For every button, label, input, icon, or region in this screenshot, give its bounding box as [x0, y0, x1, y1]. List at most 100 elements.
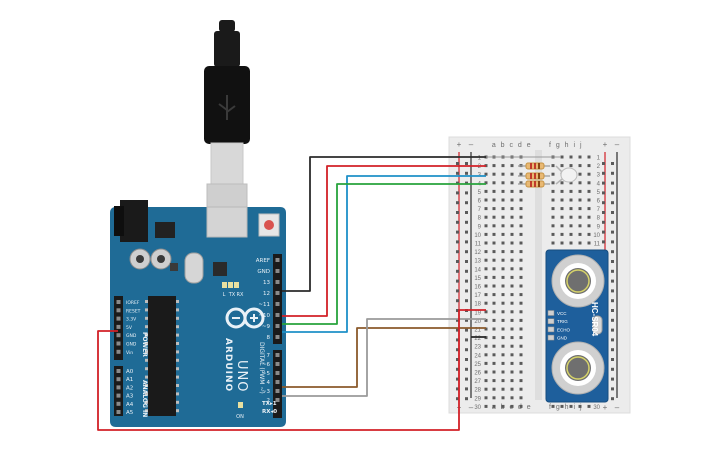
breadboard-hole[interactable] [510, 301, 514, 305]
breadboard-hole[interactable] [510, 241, 514, 245]
resistor-1[interactable] [518, 162, 550, 170]
breadboard-hole[interactable] [492, 224, 496, 228]
breadboard-hole[interactable] [492, 310, 496, 314]
breadboard-hole[interactable] [484, 293, 488, 297]
power-pin[interactable] [116, 300, 121, 304]
wire-red-5v[interactable] [97, 309, 486, 431]
rail-hole[interactable] [611, 367, 614, 371]
digital-pin[interactable] [275, 324, 280, 328]
rail-hole[interactable] [611, 328, 614, 332]
resistor-2[interactable] [518, 172, 550, 180]
rail-hole[interactable] [456, 289, 459, 293]
breadboard-hole[interactable] [510, 361, 514, 365]
breadboard-hole[interactable] [510, 344, 514, 348]
breadboard-hole[interactable] [501, 258, 505, 262]
breadboard-hole[interactable] [578, 404, 582, 408]
rail-hole[interactable] [456, 309, 459, 312]
breadboard-hole[interactable] [484, 275, 488, 279]
digital-pin[interactable] [275, 398, 280, 402]
breadboard-hole[interactable] [501, 327, 505, 331]
breadboard-hole[interactable] [510, 379, 514, 383]
breadboard-hole[interactable] [569, 198, 573, 202]
rail-hole[interactable] [465, 191, 468, 195]
rail-hole[interactable] [456, 367, 459, 371]
breadboard-hole[interactable] [501, 310, 505, 314]
power-pin[interactable] [116, 324, 121, 329]
breadboard-hole[interactable] [510, 370, 514, 374]
rail-hole[interactable] [611, 338, 614, 342]
breadboard-hole[interactable] [510, 215, 514, 219]
rail-hole[interactable] [611, 181, 614, 185]
breadboard-hole[interactable] [510, 207, 514, 211]
breadboard-hole[interactable] [519, 387, 523, 391]
sensor-pin[interactable] [547, 334, 555, 341]
breadboard-hole[interactable] [569, 181, 573, 185]
breadboard-hole[interactable] [484, 198, 488, 202]
rail-hole[interactable] [456, 201, 459, 205]
breadboard-hole[interactable] [484, 250, 488, 254]
rail-hole[interactable] [611, 269, 614, 273]
rail-hole[interactable] [456, 191, 459, 195]
breadboard-hole[interactable] [519, 258, 523, 262]
breadboard-hole[interactable] [484, 267, 488, 271]
breadboard-hole[interactable] [519, 250, 523, 254]
rail-hole[interactable] [611, 201, 614, 205]
breadboard-hole[interactable] [484, 370, 488, 374]
breadboard-hole[interactable] [560, 232, 564, 236]
breadboard-hole[interactable] [587, 232, 591, 236]
breadboard-hole[interactable] [501, 318, 505, 322]
breadboard-hole[interactable] [501, 198, 505, 202]
rail-hole[interactable] [456, 250, 459, 254]
breadboard-hole[interactable] [519, 293, 523, 297]
breadboard-hole[interactable] [551, 181, 555, 185]
breadboard-hole[interactable] [492, 172, 496, 176]
rail-hole[interactable] [465, 240, 468, 244]
breadboard-hole[interactable] [510, 284, 514, 288]
breadboard-hole[interactable] [501, 267, 505, 271]
breadboard-hole[interactable] [492, 336, 496, 340]
resistor-3[interactable] [518, 180, 550, 188]
breadboard-hole[interactable] [587, 164, 591, 168]
rail-hole[interactable] [456, 299, 459, 303]
breadboard-hole[interactable] [560, 215, 564, 219]
breadboard-hole[interactable] [484, 172, 488, 176]
rail-hole[interactable] [611, 230, 614, 234]
breadboard-hole[interactable] [551, 172, 555, 176]
rail-hole[interactable] [602, 181, 605, 185]
breadboard-hole[interactable] [510, 172, 514, 176]
rail-hole[interactable] [456, 358, 459, 361]
breadboard-hole[interactable] [510, 258, 514, 262]
rail-hole[interactable] [602, 220, 605, 224]
breadboard-hole[interactable] [519, 284, 523, 288]
breadboard-hole[interactable] [510, 404, 514, 408]
power-pin[interactable] [116, 308, 121, 313]
breadboard-hole[interactable] [519, 327, 523, 331]
breadboard-hole[interactable] [519, 336, 523, 340]
breadboard-hole[interactable] [587, 215, 591, 219]
breadboard-hole[interactable] [551, 224, 555, 228]
breadboard-hole[interactable] [560, 224, 564, 228]
breadboard-hole[interactable] [501, 336, 505, 340]
breadboard-hole[interactable] [519, 396, 523, 400]
breadboard-hole[interactable] [510, 318, 514, 322]
breadboard-hole[interactable] [569, 164, 573, 168]
breadboard-hole[interactable] [501, 361, 505, 365]
analog-pin[interactable] [116, 401, 121, 406]
breadboard-hole[interactable] [519, 241, 523, 245]
breadboard-hole[interactable] [501, 172, 505, 176]
breadboard-hole[interactable] [519, 361, 523, 365]
breadboard-hole[interactable] [510, 198, 514, 202]
breadboard-hole[interactable] [587, 404, 591, 408]
digital-pin[interactable] [275, 389, 280, 393]
wire-brown-pin3[interactable] [282, 327, 486, 388]
breadboard-hole[interactable] [492, 232, 496, 236]
rail-hole[interactable] [611, 309, 614, 312]
rail-hole[interactable] [602, 171, 605, 175]
sensor-pin[interactable] [547, 326, 555, 333]
breadboard-hole[interactable] [519, 344, 523, 348]
breadboard-hole[interactable] [484, 224, 488, 228]
breadboard-hole[interactable] [519, 207, 523, 211]
digital-pin[interactable] [275, 269, 280, 273]
breadboard-hole[interactable] [519, 189, 523, 193]
breadboard-hole[interactable] [492, 284, 496, 288]
